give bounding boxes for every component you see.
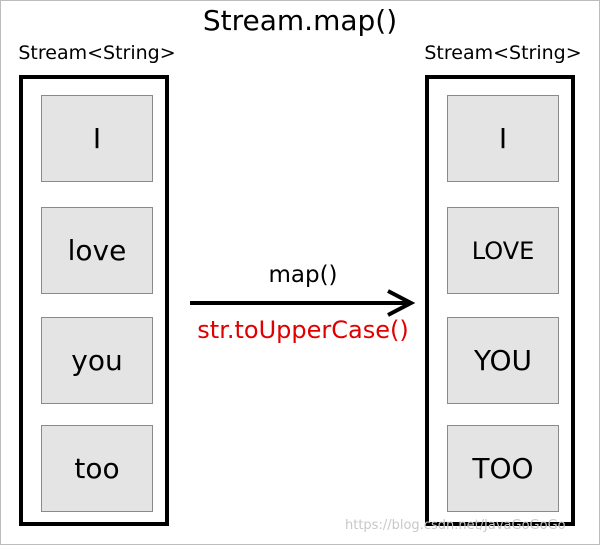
watermark: https://blog.csdn.net/JavaGoGoGo [345, 518, 566, 533]
operation-label: map() [268, 262, 338, 288]
input-item: love [41, 207, 153, 294]
input-item: you [41, 317, 153, 404]
diagram-title: Stream.map() [202, 4, 398, 37]
input-stream-label: Stream<String> [18, 42, 176, 64]
output-item: I [447, 95, 559, 182]
output-stream-label: Stream<String> [424, 42, 582, 64]
output-item: TOO [447, 425, 559, 512]
input-stream-column: I love you too [19, 75, 169, 526]
input-item: too [41, 425, 153, 512]
output-item: LOVE [447, 207, 559, 294]
input-item: I [41, 95, 153, 182]
map-arrow-icon [190, 289, 416, 317]
operation-expression: str.toUpperCase() [197, 316, 409, 344]
output-stream-column: I LOVE YOU TOO [425, 75, 575, 526]
output-item: YOU [447, 317, 559, 404]
